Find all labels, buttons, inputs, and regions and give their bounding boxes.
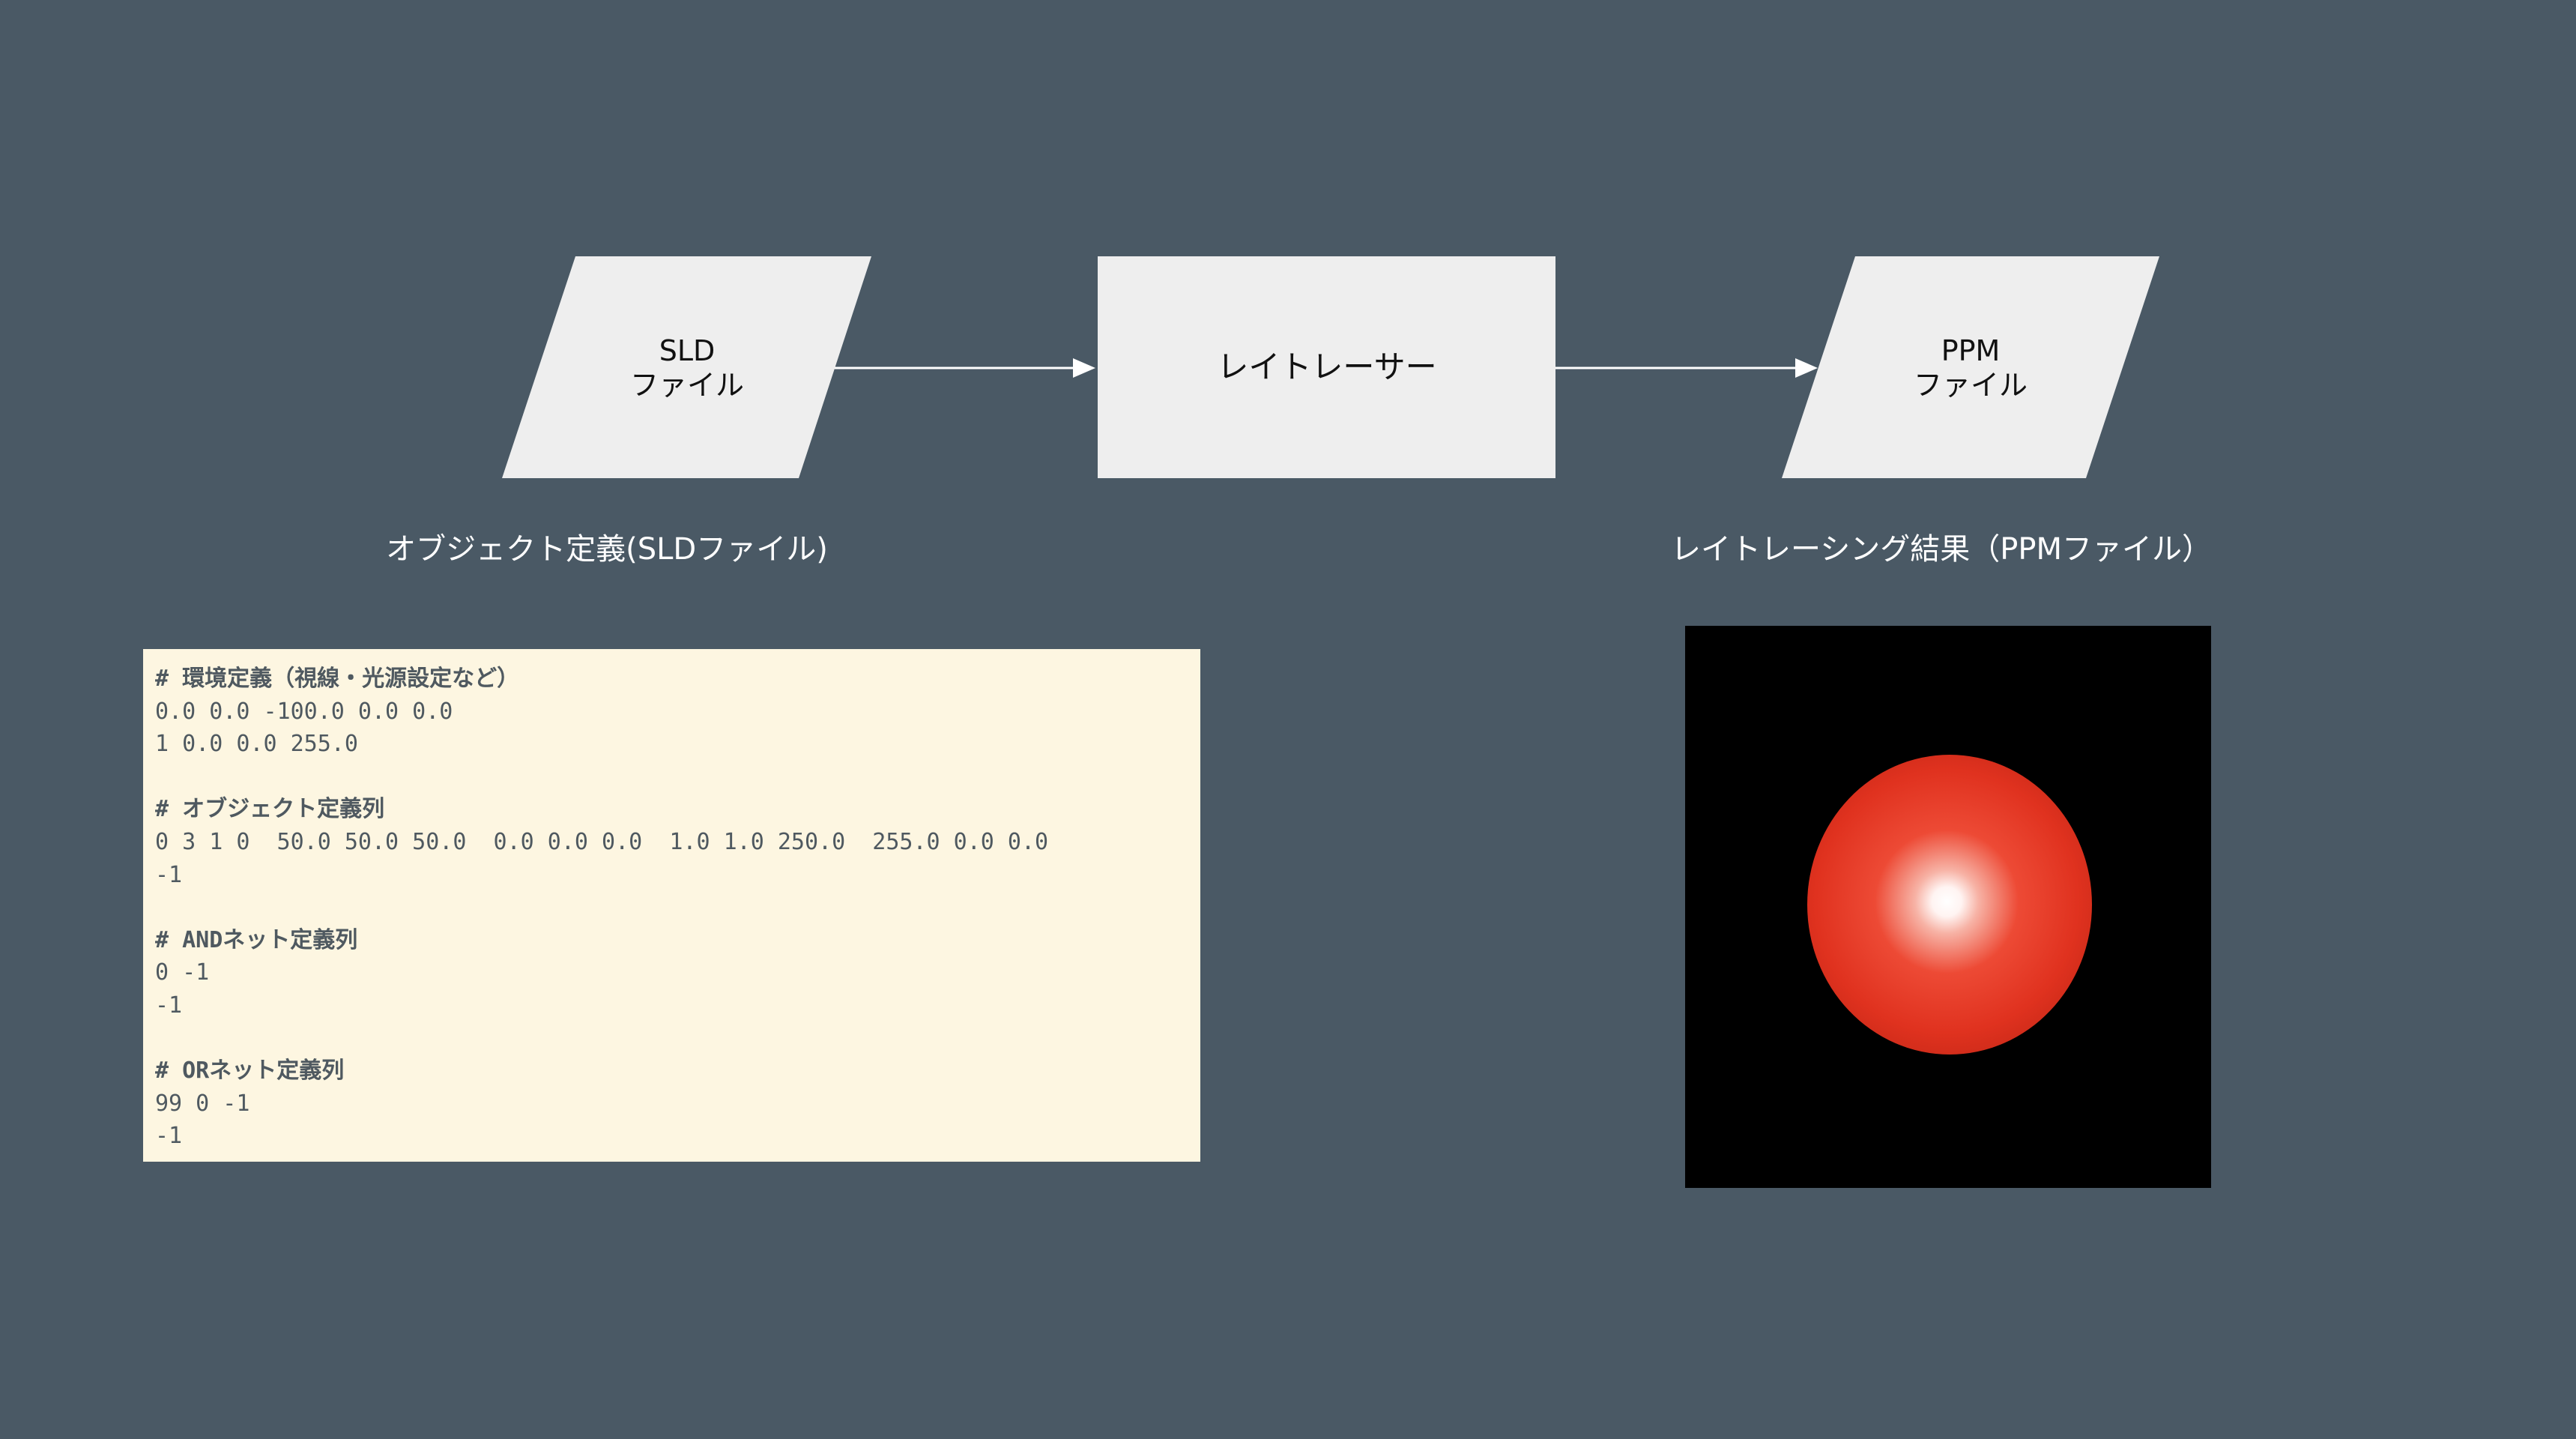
raytracer-label: レイトレーサー	[1217, 349, 1436, 385]
code-line: # ORネット定義列	[155, 1058, 345, 1084]
sld-file-node: SLD ファイル	[502, 256, 871, 478]
ppm-caption: レイトレーシング結果（PPMファイル）	[1671, 532, 2212, 567]
code-line	[155, 761, 1188, 794]
code-line: 0 3 1 0 50.0 50.0 50.0 0.0 0.0 0.0 1.0 1…	[155, 828, 1049, 855]
code-line: 0 -1	[155, 959, 210, 986]
code-line	[155, 891, 1188, 924]
code-line: 1 0.0 0.0 255.0	[155, 731, 358, 758]
code-line: -1	[155, 861, 183, 888]
code-line: -1	[155, 992, 183, 1019]
sld-code-panel: # 環境定義（視線・光源設定など） 0.0 0.0 -100.0 0.0 0.0 1…	[143, 649, 1200, 1162]
code-line: # ANDネット定義列	[155, 926, 358, 953]
code-line: 99 0 -1	[155, 1090, 250, 1117]
code-line: -1	[155, 1123, 183, 1150]
arrow-sld-to-raytracer	[834, 358, 1095, 378]
ppm-file-node: PPM ファイル	[1782, 256, 2159, 478]
code-line: # 環境定義（視線・光源設定など）	[155, 666, 520, 692]
sld-caption: オブジェクト定義(SLDファイル)	[386, 532, 828, 567]
ppm-render-image	[1685, 626, 2211, 1188]
code-line: # オブジェクト定義列	[155, 796, 385, 823]
sld-file-label-line1: SLD	[659, 334, 716, 367]
sld-file-label-line2: ファイル	[630, 369, 744, 402]
raytracer-node: レイトレーサー	[1098, 256, 1555, 478]
code-line	[155, 1022, 1188, 1055]
arrow-raytracer-to-ppm	[1555, 358, 1818, 378]
red-sphere	[1807, 755, 2092, 1055]
code-line: 0.0 0.0 -100.0 0.0 0.0	[155, 698, 453, 725]
ppm-file-label-line1: PPM	[1941, 334, 2001, 367]
ppm-file-label-line2: ファイル	[1914, 369, 2028, 402]
